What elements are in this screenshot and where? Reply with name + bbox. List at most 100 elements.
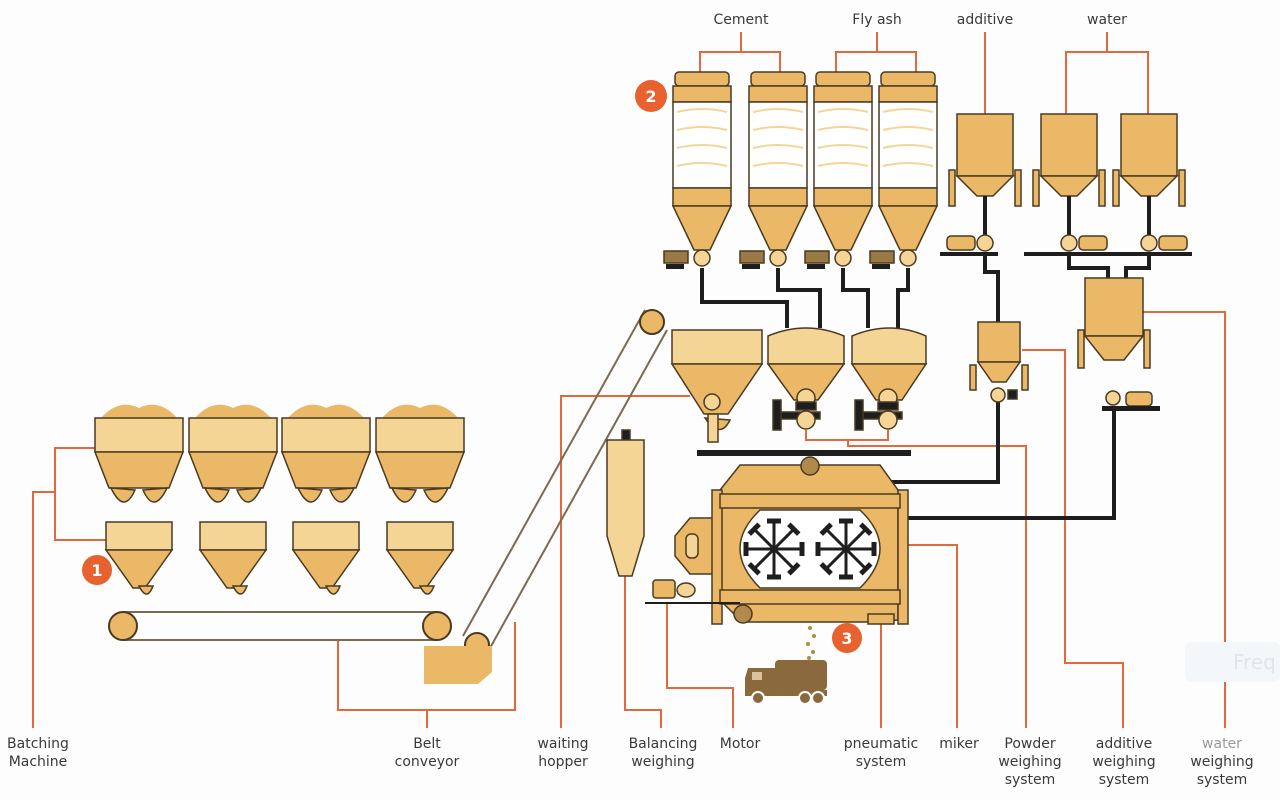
label-motor: Motor xyxy=(720,736,761,752)
step-badge-1: 1 xyxy=(82,555,112,585)
mixer-truck-icon xyxy=(745,660,827,705)
mixer-outlet-icon xyxy=(733,604,753,624)
weighing-hopper-3 xyxy=(291,521,361,595)
label-powder-weighing: weighing xyxy=(998,754,1061,770)
pipe-water-1 xyxy=(1067,252,1110,278)
screw-conveyor-motor xyxy=(804,250,830,264)
label-pneumatic-system: pneumatic xyxy=(844,736,919,752)
pipes xyxy=(700,252,1151,520)
label-water-weighing: water xyxy=(1202,736,1242,752)
twin-shaft-mixer xyxy=(645,456,909,625)
mixer-paddles xyxy=(743,518,877,580)
label-fly-ash: Fly ash xyxy=(852,12,901,28)
leader-mixer xyxy=(908,544,958,728)
pneumatic-cylinder xyxy=(867,613,895,625)
weighing-hopper-1 xyxy=(104,521,174,595)
powder-weighing-hoppers xyxy=(670,327,928,456)
pipe-flyash-2 xyxy=(896,268,910,328)
screw-conveyor-motor xyxy=(869,250,895,264)
aggregate-bin-2 xyxy=(187,404,279,595)
svg-text:3: 3 xyxy=(841,629,852,648)
pipe-additive-to-mixer xyxy=(880,400,1000,484)
mixer-drive-motor xyxy=(645,579,740,604)
leader-balancing-weighing xyxy=(624,576,662,728)
powder-scale-hopper-2 xyxy=(850,327,928,431)
leader-additive-weighing xyxy=(1022,349,1124,728)
silo-4 xyxy=(869,71,939,269)
water-tank-2 xyxy=(1104,113,1192,256)
step-badge-3: 3 xyxy=(832,623,862,653)
leader-powder-weighing xyxy=(805,430,1027,728)
aggregate-bin-1 xyxy=(93,404,185,595)
discharge-chute xyxy=(424,646,492,684)
label-mixer: miker xyxy=(939,736,979,752)
pipe-flyash-1 xyxy=(841,268,870,328)
label-additive-weighing: system xyxy=(1099,772,1150,788)
leader-fly-ash xyxy=(835,32,917,72)
concrete-discharge xyxy=(806,626,816,660)
water-tank-1 xyxy=(1024,113,1112,256)
pipe-additive xyxy=(983,252,1000,322)
mixer-inlet-icon xyxy=(800,456,820,476)
powder-scale-hopper-1 xyxy=(766,327,846,431)
svg-text:2: 2 xyxy=(645,87,656,106)
pump xyxy=(976,234,994,252)
label-batching-machine: Machine xyxy=(9,754,68,770)
pump xyxy=(1140,234,1158,252)
leader-waiting-hopper xyxy=(560,395,690,728)
waiting-hopper xyxy=(670,329,764,443)
label-water-weighing: system xyxy=(1197,772,1248,788)
pipe-cement-2 xyxy=(776,268,822,328)
additive-scale-hopper xyxy=(969,321,1029,403)
pump-motor xyxy=(1078,235,1108,251)
label-belt-conveyor: Belt xyxy=(413,736,441,752)
label-powder-weighing: Powder xyxy=(1004,736,1055,752)
label-additive-weighing: additive xyxy=(1096,736,1153,752)
paddle-shaft-2 xyxy=(815,518,877,580)
label-waiting-hopper: hopper xyxy=(538,754,588,770)
leader-batching-machine xyxy=(32,447,107,728)
silo-3 xyxy=(804,71,874,269)
leader-motor xyxy=(666,603,734,728)
inclined-belt-conveyor xyxy=(424,309,668,684)
liquid-tanks xyxy=(940,113,1192,256)
pipe-water-2 xyxy=(1124,252,1151,278)
label-balancing-weighing: Balancing xyxy=(629,736,698,752)
weighing-hopper-4 xyxy=(385,521,455,595)
silo-2 xyxy=(739,71,809,269)
leader-cement xyxy=(699,32,781,72)
label-powder-weighing: system xyxy=(1005,772,1056,788)
step-badge-2: 2 xyxy=(635,80,667,112)
aggregate-batching-machine xyxy=(93,404,466,595)
pump xyxy=(1060,234,1078,252)
screw-conveyor-motor xyxy=(739,250,765,264)
silo-1 xyxy=(663,71,733,269)
svg-text:1: 1 xyxy=(91,561,102,580)
label-additive-weighing: weighing xyxy=(1092,754,1155,770)
leader-water-weighing xyxy=(1143,311,1226,728)
leader-water xyxy=(1065,32,1149,114)
label-water: water xyxy=(1087,12,1127,28)
aggregate-bin-3 xyxy=(280,404,372,595)
pump-motor xyxy=(946,235,976,251)
paddle-shaft-1 xyxy=(743,518,805,580)
weighing-hopper-2 xyxy=(198,521,268,595)
label-pneumatic-system: system xyxy=(856,754,907,770)
pipe-water-to-mixer xyxy=(908,410,1116,520)
label-cement: Cement xyxy=(713,12,769,28)
horizontal-belt-conveyor xyxy=(108,611,452,641)
liquid-weighing-hoppers xyxy=(969,277,1160,411)
leader-belt-conveyor xyxy=(337,622,516,728)
balancing-weighing-unit xyxy=(606,429,645,577)
screw-conveyor-motor xyxy=(663,250,689,264)
label-water-weighing: weighing xyxy=(1190,754,1253,770)
watermark: Freq xyxy=(1185,642,1280,682)
additive-tank xyxy=(940,113,1022,256)
label-balancing-weighing: weighing xyxy=(631,754,694,770)
weighing-platform xyxy=(697,450,911,456)
label-additive: additive xyxy=(957,12,1014,28)
water-scale-hopper xyxy=(1077,277,1160,411)
aggregate-bin-4 xyxy=(374,404,466,595)
label-batching-machine: Batching xyxy=(7,736,69,752)
